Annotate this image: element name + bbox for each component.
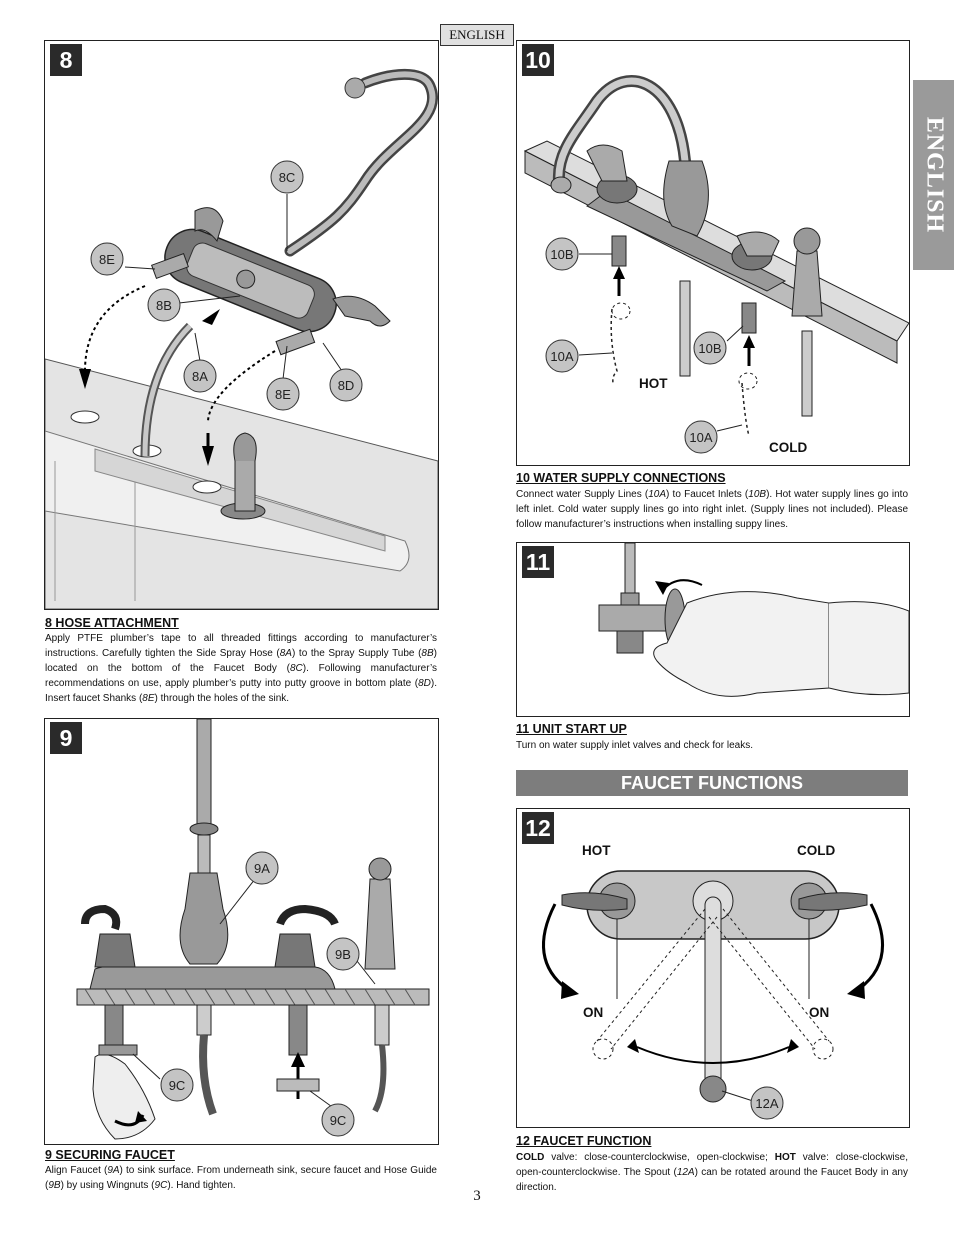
step-8-title: 8 HOSE ATTACHMENT (45, 616, 179, 630)
on-label-left: ON (583, 1005, 603, 1020)
step-11-title: 11 UNIT START UP (516, 722, 627, 736)
svg-text:10A: 10A (550, 349, 573, 364)
step-11-panel: 11 (516, 542, 910, 717)
callout-8a: 8A (183, 332, 217, 393)
step-12-title: 12 FAUCET FUNCTION (516, 1134, 652, 1148)
on-label-right: ON (809, 1005, 829, 1020)
svg-text:9B: 9B (335, 947, 351, 962)
callout-10a-left: 10A (545, 339, 613, 373)
securing-faucet-illustration: 9A 9B 9C 9C (76, 719, 430, 1140)
svg-text:10B: 10B (698, 341, 721, 356)
callout-10b-right: 10B (693, 325, 744, 365)
step-11-body: Turn on water supply inlet valves and ch… (516, 740, 753, 751)
callout-8e-left: 8E (90, 242, 156, 276)
hose-attachment-illustration: 8C 8E 8B 8A 8E 8D (45, 68, 438, 609)
callout-10b-left: 10B (545, 237, 612, 271)
callout-12a: 12A (721, 1086, 784, 1120)
language-side-tab: ENGLISH (913, 80, 954, 270)
svg-text:8C: 8C (279, 170, 296, 185)
svg-text:10B: 10B (550, 247, 573, 262)
water-supply-illustration: 10B 10A 10B 10A HOT COLD (523, 75, 909, 455)
callout-8d: 8D (322, 342, 363, 402)
svg-text:8E: 8E (275, 387, 291, 402)
step-8-panel: 8C 8E 8B 8A 8E 8D 8 (44, 40, 439, 610)
callout-9a: 9A (219, 851, 279, 925)
page-number: 3 (473, 1188, 481, 1204)
callout-10a-right: 10A (684, 420, 743, 454)
step-12-panel: HOT COLD ON ON (516, 808, 910, 1128)
side-tab-label: ENGLISH (921, 116, 947, 234)
step-11-number: 11 (522, 546, 554, 578)
step-10-body: Connect water Supply Lines (10A) to Fauc… (516, 489, 909, 530)
svg-text:9C: 9C (169, 1078, 186, 1093)
step-12-body: COLD valve: close-counterclockwise, open… (516, 1152, 908, 1193)
svg-text:8E: 8E (99, 252, 115, 267)
callout-8c: 8C (270, 160, 304, 251)
cold-label: COLD (769, 440, 807, 455)
faucet-functions-heading: FAUCET FUNCTIONS (516, 770, 908, 796)
svg-text:10A: 10A (689, 430, 712, 445)
step-9-title: 9 SECURING FAUCET (45, 1148, 175, 1162)
callout-9b: 9B (326, 937, 376, 985)
svg-text:8D: 8D (338, 378, 355, 393)
step-9-number: 9 (50, 722, 82, 754)
step-9-body: Align Faucet (9A) to sink surface. From … (45, 1165, 437, 1191)
svg-text:8B: 8B (156, 298, 172, 313)
svg-text:8A: 8A (192, 369, 208, 384)
svg-text:12A: 12A (755, 1096, 778, 1111)
svg-text:9C: 9C (330, 1113, 347, 1128)
step-9-panel: 9A 9B 9C 9C 9 (44, 718, 439, 1145)
step-8-body: Apply PTFE plumber’s tape to all threade… (45, 633, 437, 704)
step-8-number: 8 (50, 44, 82, 76)
callout-9c-left: 9C (132, 1053, 194, 1102)
hot-label: HOT (582, 843, 611, 858)
faucet-function-illustration: HOT COLD ON ON (542, 843, 884, 1120)
step-10-number: 10 (522, 44, 554, 76)
step-12-number: 12 (522, 812, 554, 844)
svg-text:9A: 9A (254, 861, 270, 876)
step-10-panel: 10B 10A 10B 10A HOT COLD 10 (516, 40, 910, 466)
language-tag: ENGLISH (440, 24, 514, 46)
cold-label: COLD (797, 843, 835, 858)
callout-8b: 8B (147, 288, 241, 322)
unit-start-up-illustration (598, 543, 909, 697)
callout-9c-right: 9C (309, 1090, 355, 1137)
callout-8e-right: 8E (266, 345, 300, 411)
hot-label: HOT (639, 376, 668, 391)
step-10-title: 10 WATER SUPPLY CONNECTIONS (516, 471, 726, 485)
